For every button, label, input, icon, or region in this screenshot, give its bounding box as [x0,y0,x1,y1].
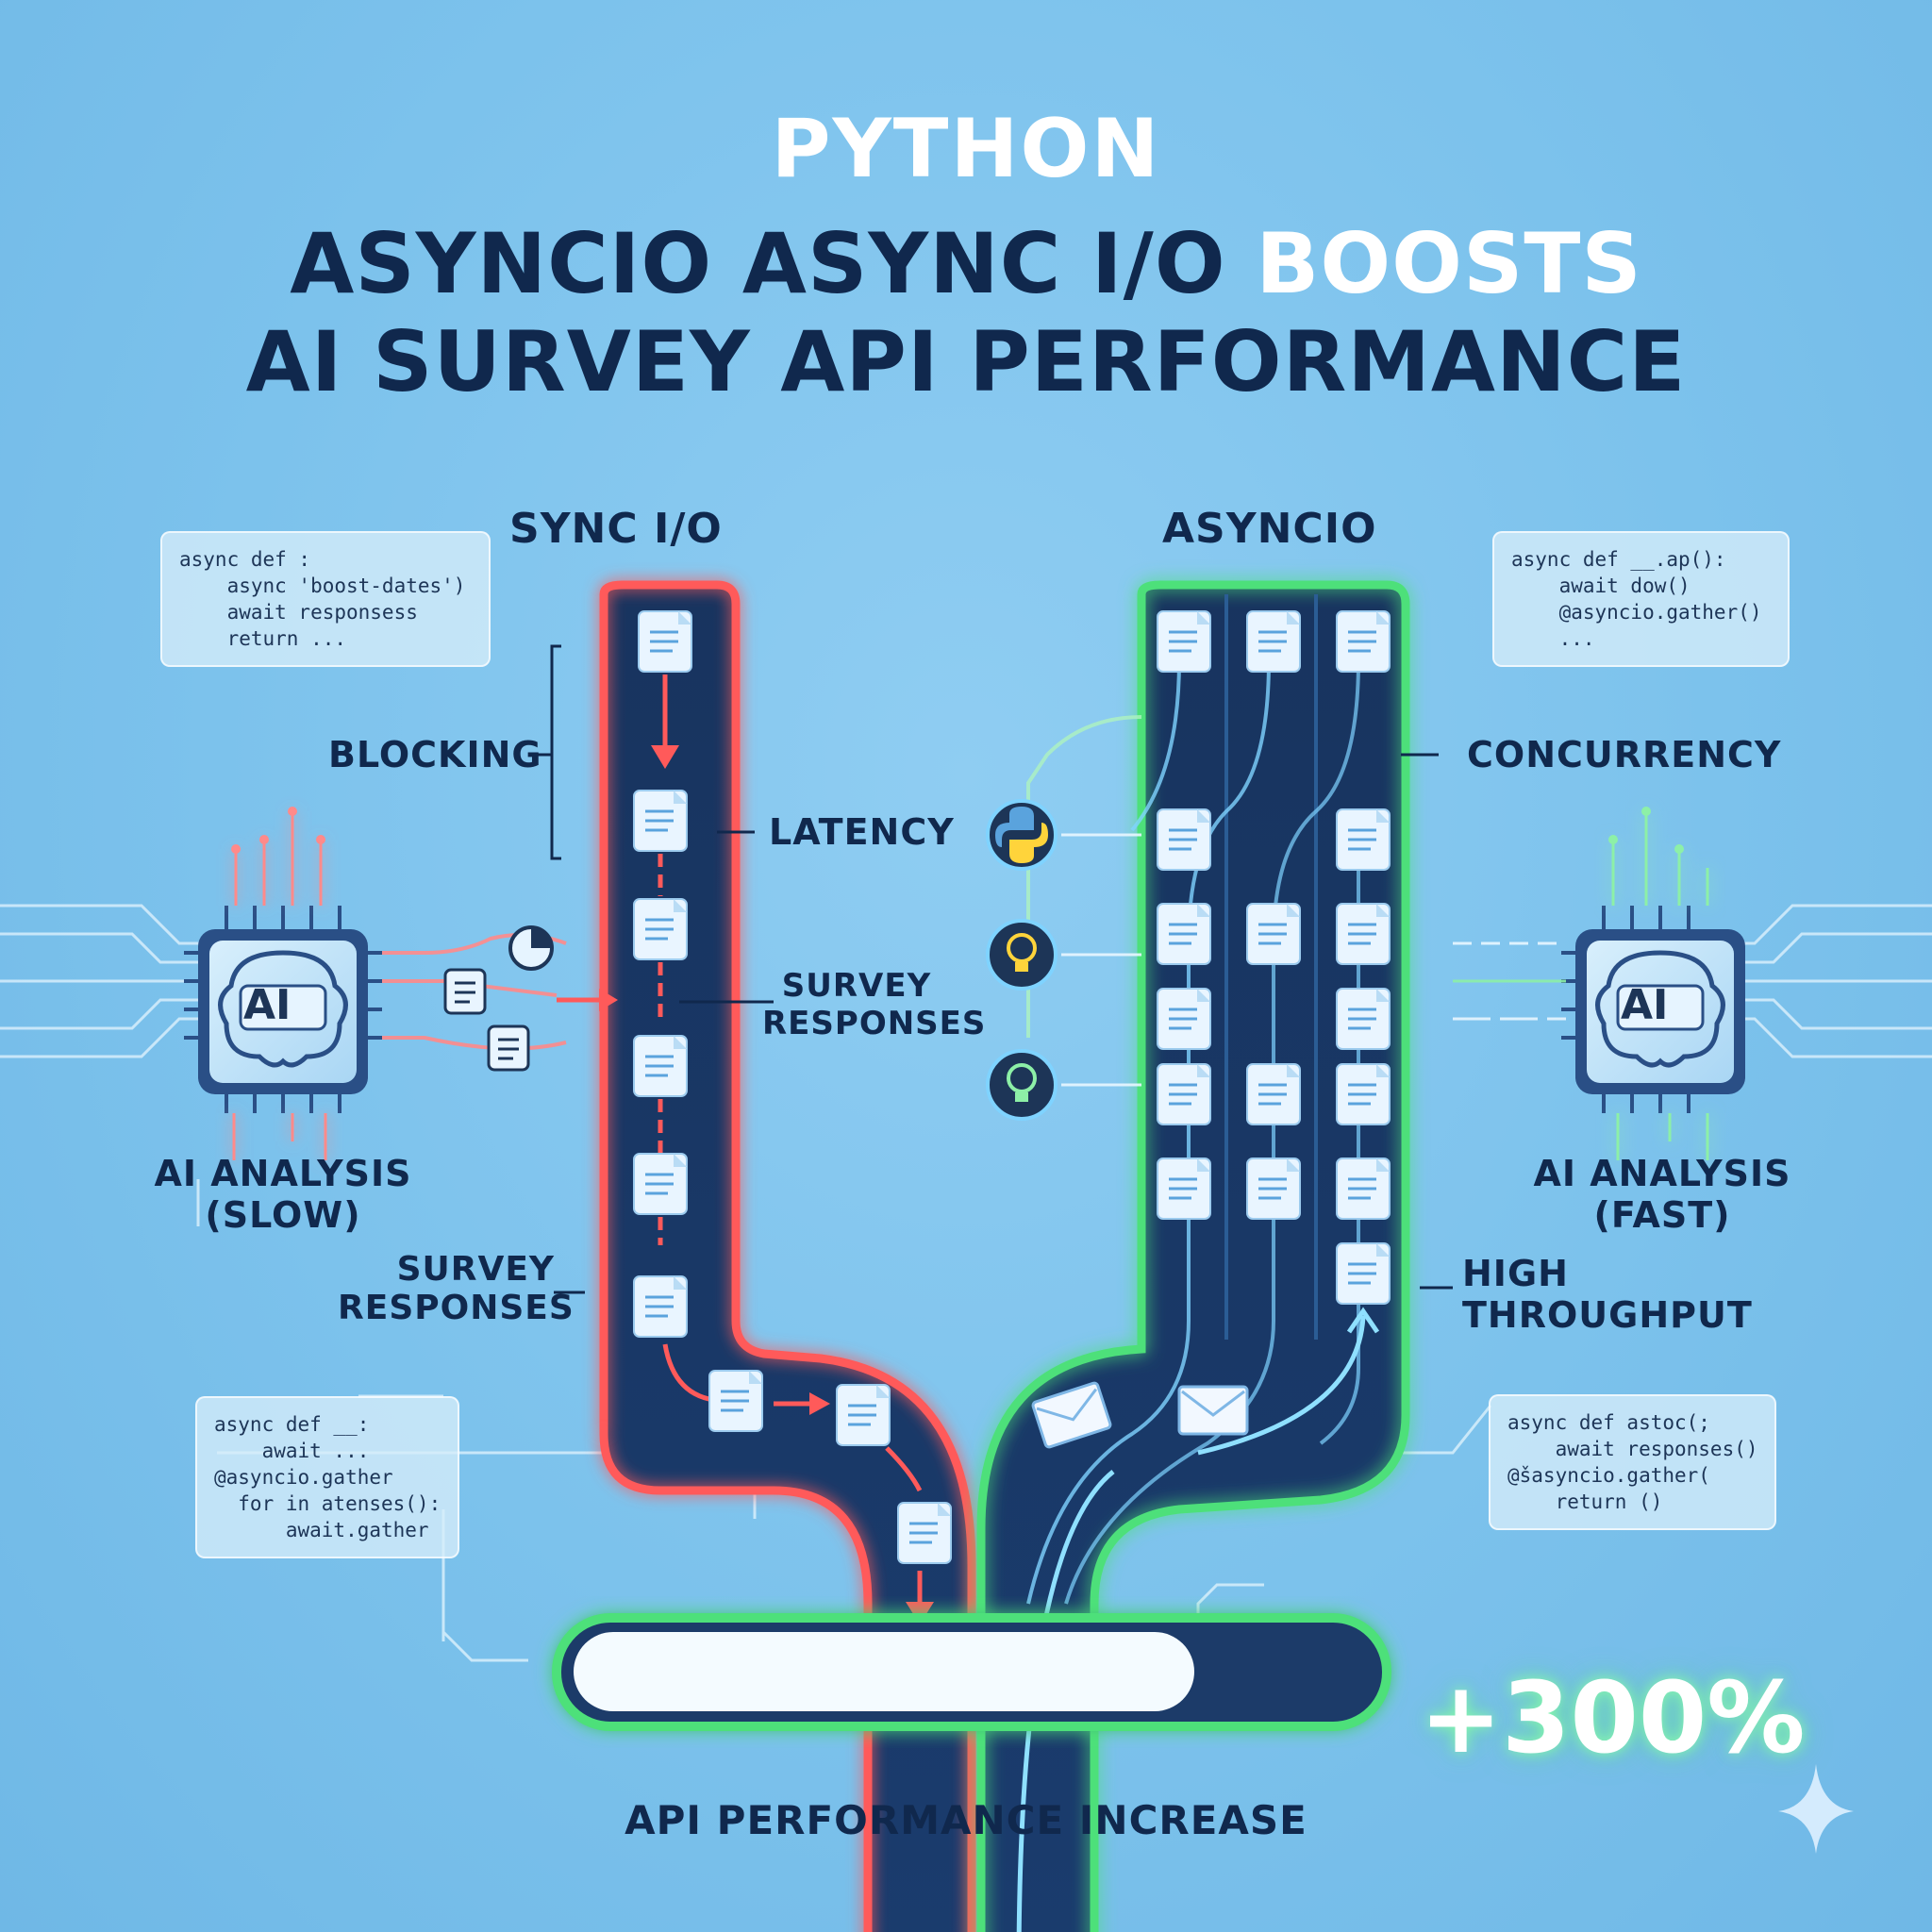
code-line: async def astoc(; [1507,1411,1710,1434]
code-line: return ... [179,627,347,650]
code-snippet-top-left: async def : async 'boost-dates') await r… [160,531,491,667]
code-line: await.gather [214,1519,429,1541]
performance-value: +300% [1420,1660,1806,1775]
code-line: ... [1511,627,1595,650]
code-line: @asyncio.gather [214,1466,393,1489]
lightbulb-icon [986,919,1058,991]
sync-pipeline [599,580,976,1932]
ai-chip-icon-fast [1561,807,1745,1160]
code-line: await responses() [1507,1438,1758,1460]
ai-chip-label-left: AI [243,981,291,1029]
code-snippet-bottom-right: async def astoc(; await responses() @šasy… [1489,1394,1776,1530]
code-line: @asyncio.gather() [1511,601,1762,624]
code-line: await dow() [1511,575,1690,597]
performance-bar [552,1613,1391,1731]
page-title-line2: AI SURVEY API PERFORMANCE [245,313,1687,410]
code-line: await ... [214,1440,370,1462]
envelope-icon [1031,1381,1249,1449]
sync-documents [632,609,953,1624]
ai-chip-icon-slow [184,807,382,1160]
ai-analysis-fast-label: AI ANALYSIS(FAST) [1533,1153,1791,1236]
code-snippet-top-right: async def __.ap(): await dow() @asyncio.… [1492,531,1790,667]
circuit-traces-right [1196,904,1932,1660]
code-line: await responsess [179,601,418,624]
page-supertitle: PYTHON [771,102,1161,196]
sync-header: SYNC I/O [509,505,723,553]
async-header: ASYNCIO [1162,505,1377,553]
lightbulb-icon-2 [986,1049,1058,1121]
page-title-line1: ASYNCIO ASYNC I/O BOOSTS [290,215,1642,312]
blocking-label: BLOCKING [328,734,542,775]
sparkle-icon [1778,1764,1854,1854]
async-input-lines [1061,833,1566,1087]
latency-label: LATENCY [769,811,955,853]
concurrency-label: CONCURRENCY [1467,734,1782,775]
performance-bar-fill [574,1632,1194,1711]
ai-analysis-slow-label: AI ANALYSIS(SLOW) [154,1153,412,1236]
python-logo-icon [986,799,1058,871]
label-leaders [533,644,1453,1294]
code-line: async def : [179,548,311,571]
code-line: return () [1507,1491,1663,1513]
code-line: async def __: [214,1413,370,1436]
code-line: @šasyncio.gather( [1507,1464,1710,1487]
code-line: async def __.ap(): [1511,548,1726,571]
small-doc-icons [443,968,530,1072]
code-line: async 'boost-dates') [179,575,466,597]
performance-caption: API PERFORMANCE INCREASE [625,1797,1307,1843]
ai-chip-label-right: AI [1621,981,1669,1029]
code-line: for in atenses(): [214,1492,441,1515]
gauge-icon [508,925,554,971]
code-snippet-bottom-left: async def __: await ... @asyncio.gather f… [195,1396,459,1558]
